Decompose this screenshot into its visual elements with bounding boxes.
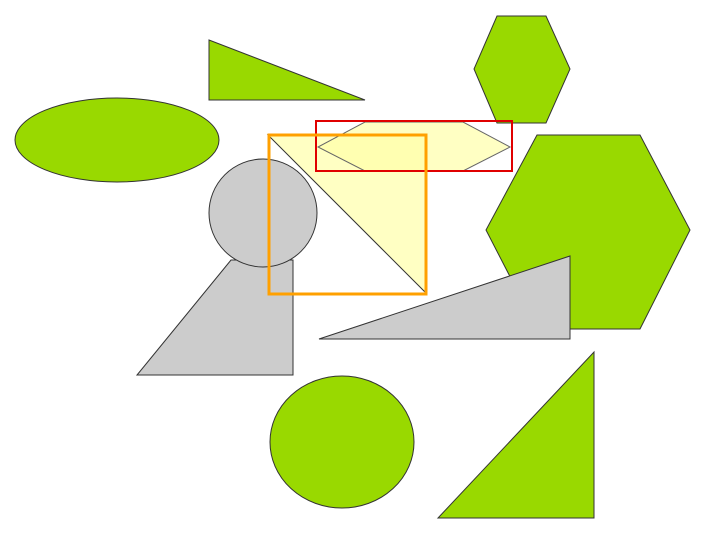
green-ellipse-left	[14, 97, 220, 183]
orange-highlight-box	[267, 133, 428, 296]
red-highlight-box	[315, 120, 513, 172]
green-triangle-bottom	[436, 350, 595, 519]
gray-triangle	[318, 255, 571, 340]
green-circle-bottom	[269, 375, 415, 509]
gray-circle	[208, 158, 318, 268]
green-triangle-top	[208, 39, 366, 101]
green-hexagon-small	[473, 15, 571, 124]
